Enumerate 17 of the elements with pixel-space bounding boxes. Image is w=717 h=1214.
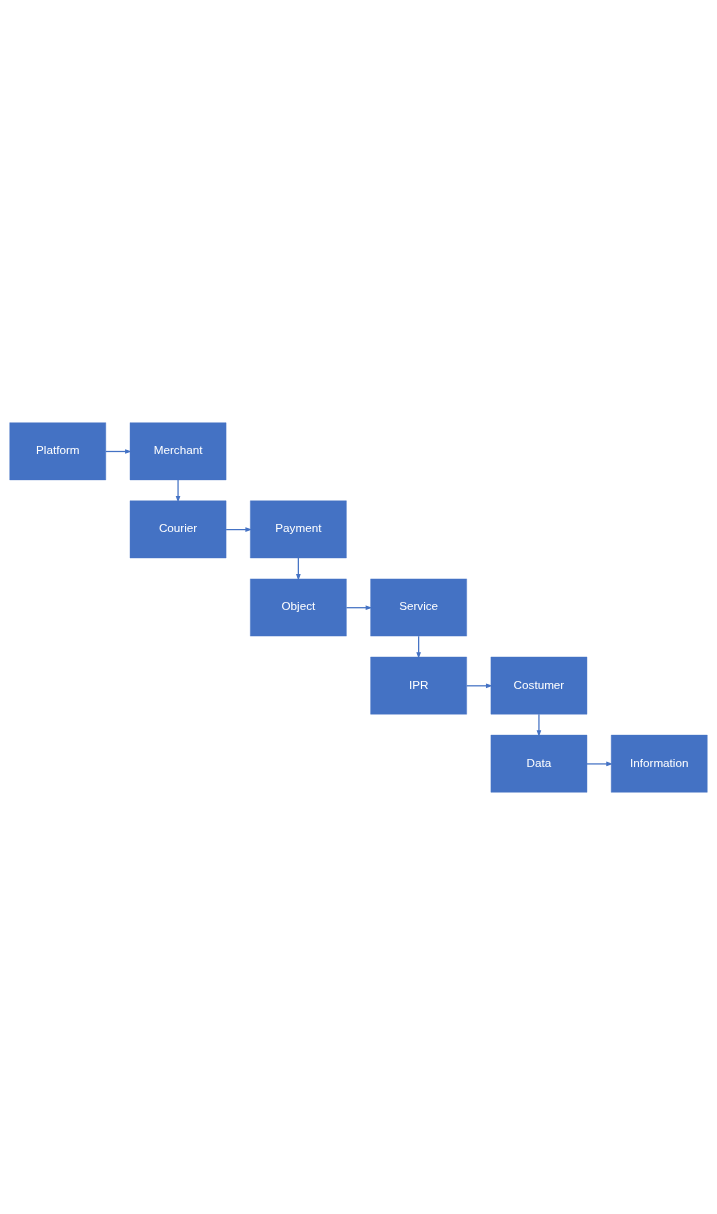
- arrow: [105, 448, 132, 454]
- node-box: Data: [490, 734, 588, 793]
- node-box: IPR: [370, 656, 467, 714]
- arrow: [175, 478, 181, 503]
- node-box: Object: [250, 578, 347, 636]
- node-box: Courier: [129, 500, 227, 558]
- arrow: [225, 526, 253, 532]
- arrow: [345, 604, 373, 610]
- node-box: Information: [611, 734, 708, 793]
- node-box: Service: [370, 578, 467, 636]
- arrow: [536, 713, 542, 737]
- node-box: Costumer: [490, 656, 588, 714]
- node-box: Platform: [9, 421, 106, 480]
- arrow: [466, 682, 493, 688]
- node-box: Merchant: [129, 421, 227, 480]
- node-box: Payment: [250, 500, 347, 558]
- arrow: [586, 761, 613, 766]
